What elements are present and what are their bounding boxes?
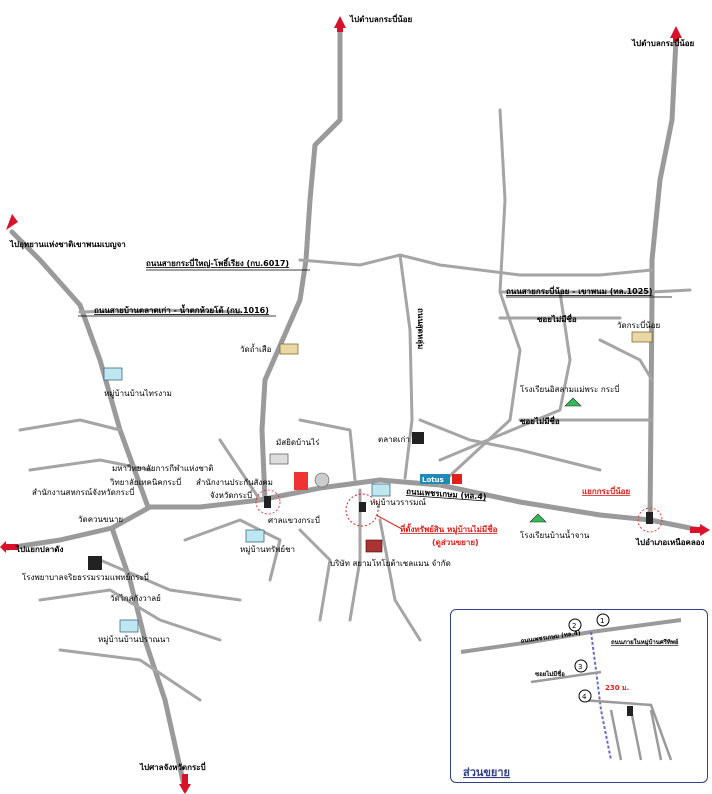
- label-coop: สำนักงานสหกรณ์จังหวัดกระบี่: [32, 486, 134, 497]
- inset-label-village-road: ถนนภายในหมู่บ้านศรีทิพย์: [611, 638, 679, 647]
- temple-icon: [631, 331, 653, 343]
- arrow-east: [690, 524, 710, 536]
- school-icon: [529, 513, 547, 523]
- label-school-anuban: โรงเรียนอิสลามแม่พระ กระบี่: [520, 383, 619, 394]
- road-ne-1: [438, 108, 522, 487]
- inset-svg: 2 1 3 4 ถนนเพชรเกษม (ทล.4) ถนนภายในหมู่บ…: [460, 613, 682, 779]
- lotus-logo: [420, 474, 462, 484]
- inset-map: 2 1 3 4 ถนนเพชรเกษม (ทล.4) ถนนภายในหมู่บ…: [450, 609, 708, 783]
- label-company: บริษัท สยามโทโยต้าเชลแมน จำกัด: [330, 558, 451, 568]
- shop-logos: [294, 472, 330, 490]
- label-kok-krabi-noi: แยกกระบี่น้อย: [582, 485, 630, 496]
- label-social-security: สำนักงานประกันสังคม: [196, 478, 273, 487]
- road-vertical: [398, 253, 414, 480]
- inset-marker-4: 4: [582, 693, 587, 701]
- road-ne-2: [438, 290, 572, 462]
- label-hospital: โรงพยาบาลจริยธรรมรวมแพทย์กระบี่: [22, 571, 149, 582]
- inset-label-soi: ซอยไม่มีชื่อ: [535, 669, 565, 678]
- label-lotus: Lotus: [422, 476, 444, 484]
- road-w-grid: [18, 418, 242, 702]
- village-icon: [103, 367, 123, 381]
- label-moo-ban-warom: หมู่บ้านวรารมณ์: [370, 497, 426, 508]
- target-title: ที่ตั้งทรัพย์สิน หมู่บ้านไม่มีชื่อ: [400, 523, 498, 535]
- road-north-right: [647, 37, 679, 523]
- label-province: จังหวัดกระบี่: [210, 489, 252, 500]
- road-northwest: [9, 229, 151, 510]
- label-moo-ban-pradit: หมู่บ้านบ้านปราณนา: [98, 635, 170, 645]
- target-marker: [359, 502, 366, 512]
- label-north-right: ไปตำบลกระบี่น้อย: [631, 37, 695, 48]
- village-icon: [119, 619, 139, 633]
- mosque-icon: [269, 453, 289, 465]
- road-1025: [498, 288, 692, 294]
- road-south: [109, 525, 188, 793]
- inset-title: ส่วนขยาย: [463, 766, 510, 779]
- label-vertical-road: ถนนสุดหลุ่ม: [415, 308, 425, 349]
- temple-icon: [279, 343, 299, 355]
- road-6017: [298, 253, 654, 277]
- label-road-6017: ถนนสายกระบี่ใหญ่-โพธิ์เรียง (กบ.6017): [146, 257, 289, 269]
- arrow-west: [0, 541, 18, 553]
- label-northwest: ไปอุทยานแห่งชาติเขาพนมเบญจา: [9, 239, 126, 250]
- target-circle: [345, 493, 379, 527]
- label-tech-college: วิทยาลัยเทคนิคกระบี่: [109, 476, 181, 487]
- road-ne-3: [418, 338, 654, 472]
- label-school-nam-chan: โรงเรียนบ้านน้ำจาน: [520, 529, 590, 540]
- village-icon: [245, 529, 265, 543]
- label-wat-krabi-noi: วัดกระบี่น้อย: [617, 319, 660, 330]
- school-icon: [564, 397, 582, 407]
- label-road-1025: ถนนสายกระบี่น้อย - เขาพนม (ทล.1025): [506, 285, 653, 296]
- label-masjid: มัสยิดบ้านไร่: [276, 438, 320, 447]
- village-icon: [371, 483, 391, 497]
- road-center-grid: [183, 418, 422, 642]
- road-1016: [78, 308, 242, 314]
- label-south: ไปศาลจังหวัดกระบี่: [139, 761, 206, 772]
- label-east: ไปอำเภอเหนือคลอง: [635, 537, 705, 547]
- inset-label-distance: 230 ม.: [605, 684, 629, 692]
- label-soi-2: ซอยไม่มีชื่อ: [520, 415, 560, 426]
- label-wat-tham-suea: วัดถ้ำเสือ: [240, 343, 272, 354]
- label-soi-1: ซอยไม่มีชื่อ: [537, 313, 577, 324]
- arrow-northwest: [6, 214, 18, 230]
- inset-marker-1: 1: [600, 617, 604, 625]
- label-wat-khuan: วัดควนขนาย: [78, 515, 123, 524]
- label-moo-ban-chai: หมู่บ้านทรัพย์ชา: [240, 544, 295, 555]
- inset-marker-3: 3: [578, 663, 582, 671]
- label-moo-ban-thai-rom: หมู่บ้านบ้านไทรงาม: [104, 389, 172, 399]
- label-wat-kaew: วัดไกลกังวาลย์: [110, 593, 161, 603]
- arrow-north-center: [334, 16, 346, 32]
- label-west: ไปแยกปลาดัง: [15, 544, 63, 554]
- label-north-center: ไปตำบลกระบี่น้อย: [349, 13, 413, 24]
- arrow-south: [179, 774, 191, 794]
- inset-label-phetkasem: ถนนเพชรเกษม (ทล.4): [520, 630, 581, 645]
- label-sala: ศาลแขวงกระบี่: [268, 514, 320, 525]
- factory-icon: [365, 539, 383, 553]
- arrow-north-right: [670, 26, 682, 42]
- target-sub: (ดูส่วนขยาย): [432, 538, 479, 548]
- label-talat-kao: ตลาดเก่า: [378, 435, 410, 444]
- label-road-1016: ถนนสายบ้านตลาดเก่า - น้ำตกห้วยโต้ (กบ.10…: [94, 304, 269, 315]
- market-icon: [412, 432, 424, 444]
- label-univ: มหาวิทยาลัยการกีฬาแห่งชาติ: [112, 464, 213, 473]
- hospital-icon: [88, 556, 102, 570]
- inset-marker-2: 2: [572, 622, 576, 630]
